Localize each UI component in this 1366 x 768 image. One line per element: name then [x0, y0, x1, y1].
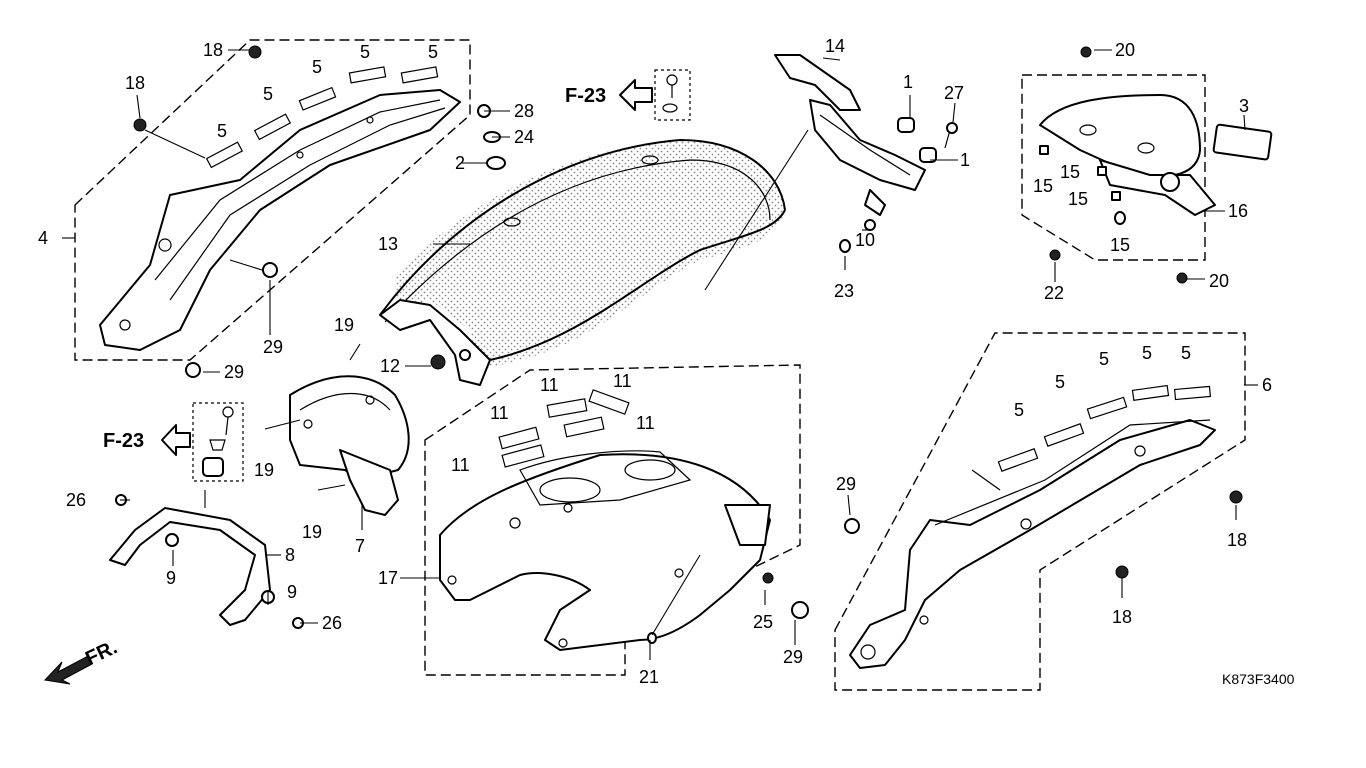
callout-11: 11 — [636, 413, 655, 433]
left-side-cover-group — [74, 39, 471, 378]
callout-5: 5 — [1055, 372, 1065, 392]
diagram-code: K873F3400 — [1222, 671, 1295, 687]
front-direction-arrow — [43, 655, 93, 685]
callout-10: 10 — [855, 230, 875, 250]
callout-19: 19 — [334, 315, 354, 335]
callout-26: 26 — [322, 613, 342, 633]
callout-19: 19 — [254, 460, 274, 480]
leader-lines — [62, 49, 1258, 660]
callout-15: 15 — [1110, 235, 1130, 255]
callout-5: 5 — [1181, 343, 1191, 363]
callout-19: 19 — [302, 522, 322, 542]
callout-23: 23 — [834, 281, 854, 301]
callout-5: 5 — [1099, 349, 1109, 369]
callout-5: 5 — [428, 42, 438, 62]
callout-29: 29 — [224, 362, 244, 382]
callout-20: 20 — [1115, 40, 1135, 60]
callout-6: 6 — [1262, 375, 1272, 395]
callout-3: 3 — [1239, 96, 1249, 116]
callout-18: 18 — [1227, 530, 1247, 550]
callout-11: 11 — [613, 371, 632, 391]
inner-fender-7 — [289, 375, 410, 516]
callout-5: 5 — [263, 84, 273, 104]
reference-label-f23-top: F-23 — [565, 85, 606, 107]
callout-29: 29 — [836, 474, 856, 494]
callout-15: 15 — [1033, 176, 1053, 196]
callout-21: 21 — [639, 667, 659, 687]
inner-mudguard-17 — [424, 364, 801, 676]
callout-labels: 1 1 2 3 4 5 5 5 5 5 5 5 5 5 5 5 5 6 7 8 … — [38, 36, 1272, 687]
rear-fender-13 — [379, 139, 786, 386]
reference-f23-left — [161, 402, 244, 482]
callout-28: 28 — [514, 101, 534, 121]
callout-5: 5 — [217, 121, 227, 141]
callout-18: 18 — [125, 73, 145, 93]
rear-lamp-group-16 — [1021, 46, 1273, 284]
callout-2: 2 — [455, 153, 465, 173]
callout-27: 27 — [944, 83, 964, 103]
callout-5: 5 — [1014, 400, 1024, 420]
callout-18: 18 — [203, 40, 223, 60]
callout-11: 11 — [540, 375, 559, 395]
callout-5: 5 — [312, 57, 322, 77]
reference-label-f23-left: F-23 — [103, 430, 144, 452]
callout-11: 11 — [490, 403, 509, 423]
callout-29: 29 — [783, 647, 803, 667]
callout-9: 9 — [287, 582, 297, 602]
license-bracket-14 — [704, 54, 958, 291]
right-side-cover-group — [791, 332, 1246, 691]
callout-25: 25 — [753, 612, 773, 632]
bracket-8 — [109, 490, 304, 629]
callout-4: 4 — [38, 228, 48, 248]
callout-15: 15 — [1068, 189, 1088, 209]
callout-29: 29 — [263, 337, 283, 357]
callout-1: 1 — [903, 72, 913, 92]
callout-7: 7 — [355, 536, 365, 556]
callout-11: 11 — [451, 455, 470, 475]
callout-13: 13 — [378, 234, 398, 254]
callout-16: 16 — [1228, 201, 1248, 221]
callout-24: 24 — [514, 127, 534, 147]
callout-20: 20 — [1209, 271, 1229, 291]
callout-15: 15 — [1060, 162, 1080, 182]
callout-26: 26 — [66, 490, 86, 510]
callout-12: 12 — [380, 356, 400, 376]
callout-14: 14 — [825, 36, 845, 56]
reference-f23-top — [619, 69, 691, 121]
callout-17: 17 — [378, 568, 398, 588]
callout-5: 5 — [360, 42, 370, 62]
callout-18: 18 — [1112, 607, 1132, 627]
callout-22: 22 — [1044, 283, 1064, 303]
callout-1: 1 — [960, 150, 970, 170]
callout-5: 5 — [1142, 343, 1152, 363]
callout-9: 9 — [166, 568, 176, 588]
callout-8: 8 — [285, 545, 295, 565]
